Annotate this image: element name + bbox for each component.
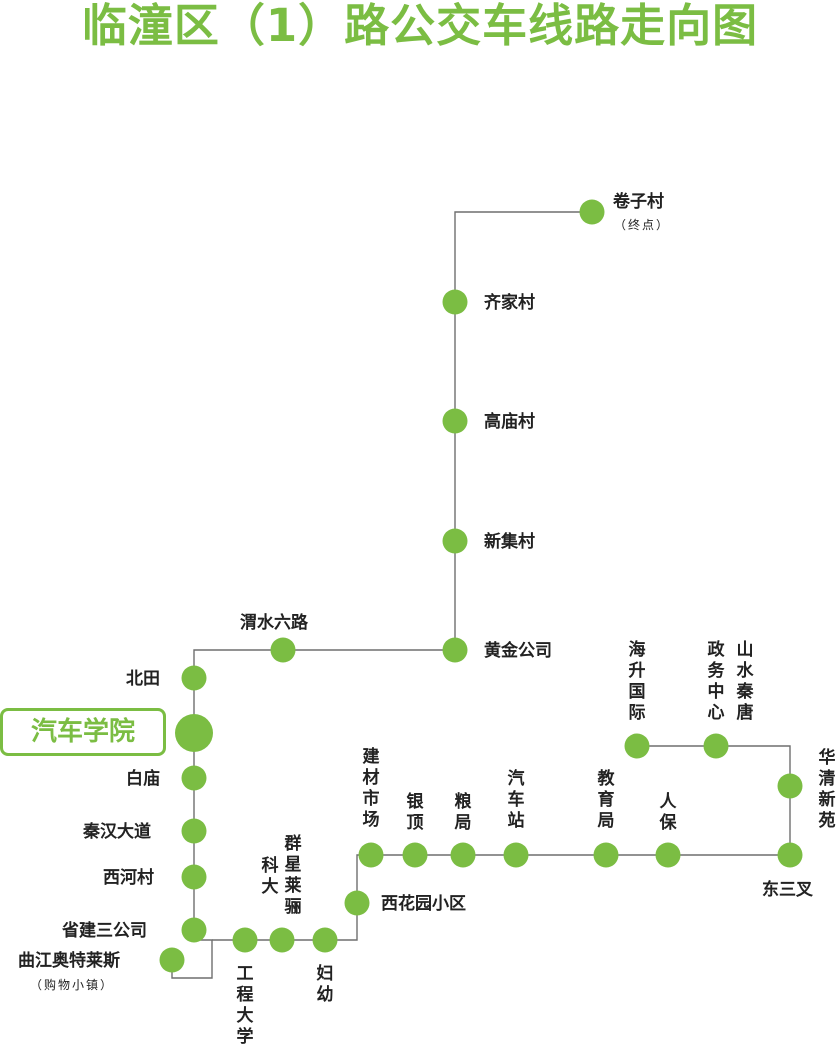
- label-huaqingxinyuan: 华清新苑: [818, 748, 836, 831]
- stop-huangjingongsi[interactable]: [442, 637, 468, 663]
- stop-qujiangaoteleisi[interactable]: [159, 947, 185, 973]
- label-haishengguoji: 海升国际: [628, 640, 646, 723]
- label-qijiacun: 齐家村: [484, 293, 535, 313]
- route-line: [171, 211, 590, 979]
- stop-huaqingxinyuan[interactable]: [777, 773, 803, 799]
- label-yinding: 银顶: [406, 792, 424, 833]
- label-liangju: 粮局: [454, 792, 472, 833]
- label-fuyou: 妇幼: [316, 964, 334, 1005]
- stop-qijiacun[interactable]: [442, 289, 468, 315]
- stop-qinhandadao[interactable]: [181, 818, 207, 844]
- label-qichezhan: 汽车站: [507, 769, 525, 831]
- stop-weishuiliulu[interactable]: [270, 637, 296, 663]
- label-shanshuiqintang: 山水秦唐: [736, 640, 754, 723]
- stop-qichezhan[interactable]: [503, 842, 529, 868]
- stop-qichexueyuan[interactable]: [175, 714, 213, 752]
- stop-xihecun[interactable]: [181, 864, 207, 890]
- label-juanzicun-note: （终点）: [614, 218, 671, 232]
- stop-haishengguoji[interactable]: [624, 733, 650, 759]
- stop-jiaoyuju[interactable]: [593, 842, 619, 868]
- label-qinhandadao: 秦汉大道: [83, 822, 151, 842]
- label-xihecun: 西河村: [103, 868, 154, 888]
- stop-jiancaishichang[interactable]: [358, 842, 384, 868]
- stop-shanshuiqintang[interactable]: [703, 733, 729, 759]
- label-dongsancha: 东三叉: [762, 880, 813, 900]
- label-huangjingongsi: 黄金公司: [484, 641, 552, 661]
- label-xinjicun: 新集村: [484, 532, 535, 552]
- stop-fuyou[interactable]: [312, 927, 338, 953]
- label-qujiangaoteleisi-note: （购物小镇）: [30, 978, 115, 992]
- stop-gongchengdaxue[interactable]: [232, 927, 258, 953]
- label-baimiao: 白庙: [126, 769, 160, 789]
- stop-renbao[interactable]: [655, 842, 681, 868]
- label-gaomiaocun: 高庙村: [484, 412, 535, 432]
- label-weishuiliulu: 渭水六路: [240, 613, 308, 633]
- label-qunxinglaili: 群星莱骊: [284, 834, 302, 917]
- page-title: 临潼区（1）路公交车线路走向图: [81, 0, 759, 52]
- label-renbao: 人保: [659, 792, 677, 833]
- label-qujiangaoteleisi: 曲江奥特莱斯: [18, 951, 120, 971]
- label-beitian: 北田: [126, 669, 160, 689]
- stop-juanzicun[interactable]: [579, 199, 605, 225]
- label-shengjiansangongsi: 省建三公司: [62, 921, 147, 941]
- stop-shengjiansangongsi[interactable]: [181, 917, 207, 943]
- stop-xihuayuanxiaoqu[interactable]: [344, 890, 370, 916]
- stop-keda[interactable]: [269, 927, 295, 953]
- label-gongchengdaxue: 工程大学: [236, 964, 254, 1047]
- label-jiaoyuju: 教育局: [597, 769, 615, 831]
- stop-xinjicun[interactable]: [442, 528, 468, 554]
- label-xihuayuanxiaoqu: 西花园小区: [381, 894, 466, 914]
- stop-dongsancha[interactable]: [777, 842, 803, 868]
- label-jiancaishichang: 建材市场: [362, 747, 380, 830]
- label-zhengwuzhongxin: 政务中心: [707, 640, 725, 723]
- highlight-stop-box[interactable]: 汽车学院: [0, 708, 166, 756]
- label-keda: 科大: [261, 856, 279, 897]
- stop-yinding[interactable]: [402, 842, 428, 868]
- stop-liangju[interactable]: [450, 842, 476, 868]
- stop-beitian[interactable]: [181, 665, 207, 691]
- label-juanzicun: 卷子村: [613, 192, 664, 212]
- stop-baimiao[interactable]: [181, 765, 207, 791]
- stop-gaomiaocun[interactable]: [442, 408, 468, 434]
